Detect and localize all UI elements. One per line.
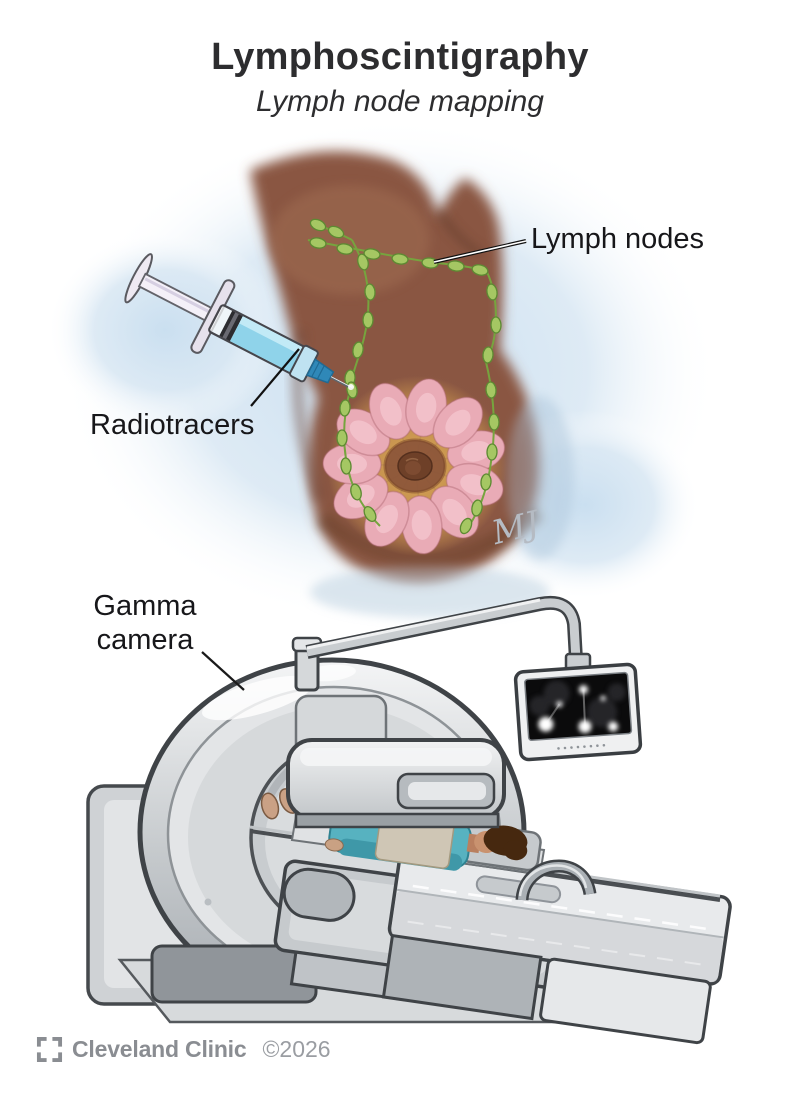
- nipple: [383, 438, 447, 494]
- lymph-nodes-leader-line: [433, 239, 527, 264]
- brand-name: Cleveland Clinic: [72, 1036, 247, 1062]
- radiotracers-leader-line: [250, 348, 300, 407]
- lymph-nodes-group: [309, 218, 502, 535]
- gamma-camera-leader-line: [201, 651, 245, 691]
- radiotracer-fluid: [229, 316, 304, 373]
- cleveland-clinic-logo: [36, 1036, 63, 1063]
- scintigraphy-scan-image: [529, 680, 626, 734]
- radiotracers-label: Radiotracers: [90, 409, 255, 441]
- patient-hand: [324, 838, 344, 852]
- gamma-camera-label-line2: camera: [96, 624, 194, 656]
- table-handle: [515, 859, 597, 902]
- patient-hair: [483, 825, 528, 861]
- gamma-camera-scene: [86, 596, 732, 1045]
- monitor: [513, 662, 643, 762]
- breast: [302, 352, 538, 588]
- detector-head: [286, 738, 506, 829]
- footer: Cleveland Clinic ©2026: [36, 1036, 331, 1063]
- lymph-node-chains: [307, 218, 502, 535]
- lymph-nodes-label: Lymph nodes: [531, 223, 705, 255]
- monitor-buttons: [557, 743, 606, 750]
- syringe: [124, 253, 354, 390]
- gamma-camera-label-line1: Gamma: [93, 590, 197, 622]
- needle-hub: [305, 358, 335, 384]
- gamma-camera-label: Gamma camera: [58, 589, 232, 657]
- injection-scene: [47, 117, 720, 627]
- collimator-plate: [294, 812, 500, 829]
- page-subtitle: Lymph node mapping: [256, 85, 544, 118]
- injection-site: [348, 384, 354, 390]
- copyright-year: ©2026: [262, 1036, 331, 1062]
- page-title: Lymphoscintigraphy: [211, 36, 589, 78]
